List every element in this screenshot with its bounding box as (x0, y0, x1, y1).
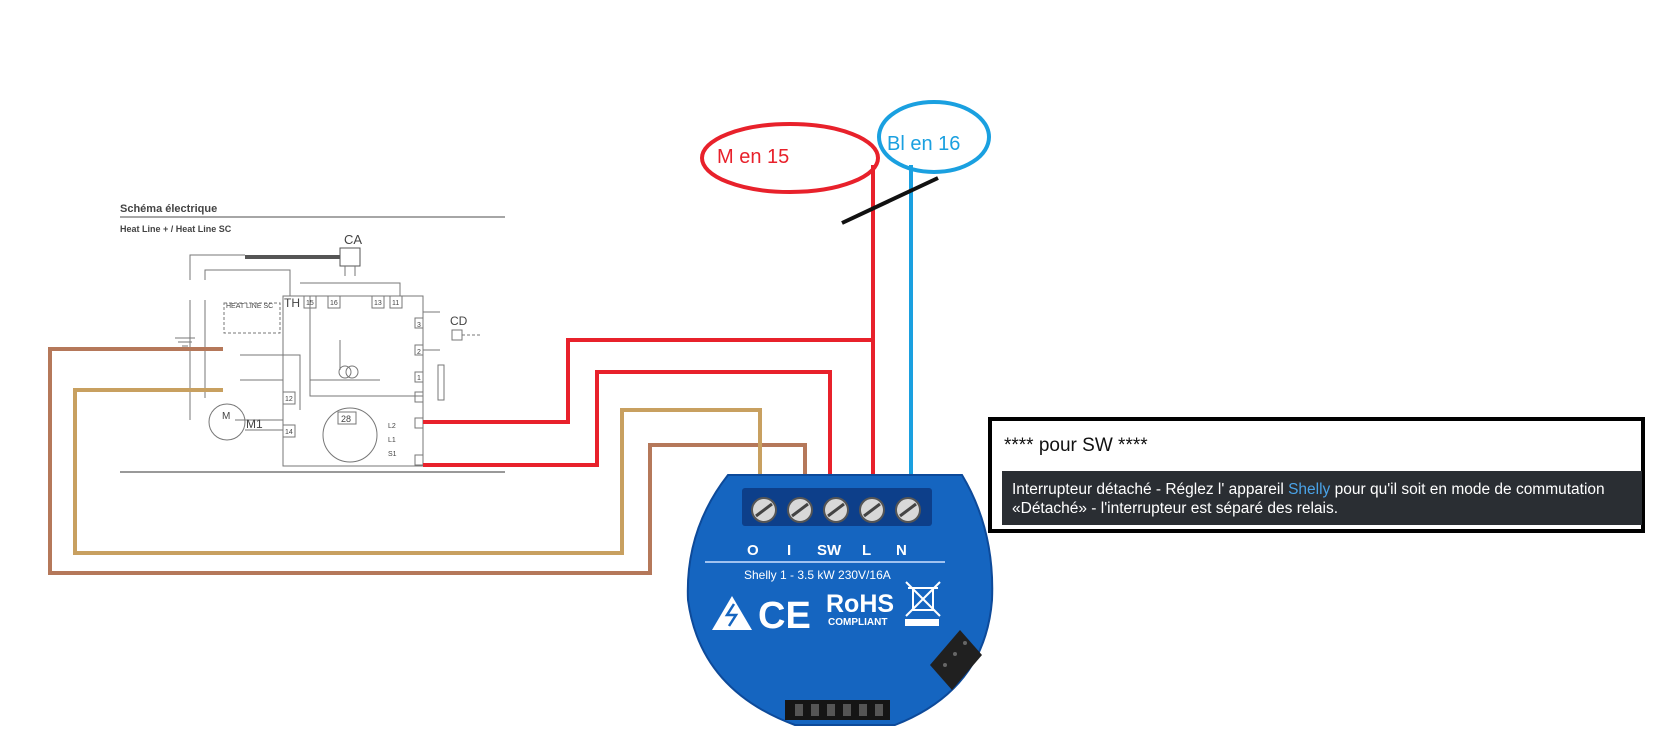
note-text-before: Interrupteur détaché - Réglez l' apparei… (1012, 481, 1289, 498)
label-heat-line-sc: HEAT LINE SC (226, 303, 273, 310)
black-mark (841, 176, 939, 225)
label-th: TH (284, 296, 300, 310)
tan-wire-outer (73, 388, 762, 555)
terminal-1: 1 (417, 375, 421, 382)
label-l1: L1 (388, 437, 396, 444)
device-model: Shelly 1 - 3.5 kW 230V/16A (744, 568, 891, 582)
note-panel: Interrupteur détaché - Réglez l' apparei… (1002, 471, 1642, 525)
rohs-mark: RoHS (826, 590, 894, 618)
terminal-label-sw: SW (817, 542, 842, 559)
note-title: **** pour SW **** (1004, 435, 1148, 456)
label-l2: L2 (388, 423, 396, 430)
ce-mark: CE (758, 595, 811, 637)
callout-bl-ellipse (877, 100, 991, 174)
terminal-label-l: L (862, 542, 871, 559)
rohs-compliant: COMPLIANT (828, 617, 887, 628)
terminal-screws (751, 497, 921, 523)
high-voltage-icon (712, 596, 752, 630)
display-value: 28 (341, 414, 351, 424)
label-m1: M1 (246, 417, 263, 431)
note-text-after: pour qu'il soit en mode de commutation «… (1012, 481, 1605, 517)
label-cd: CD (450, 314, 468, 328)
schematic-title: Schéma électrique (120, 203, 217, 215)
callout-m-ellipse (700, 122, 880, 194)
terminal-15: 15 (306, 300, 314, 307)
red-wire-sw (423, 370, 832, 490)
shelly-link[interactable]: Shelly (1288, 481, 1331, 498)
terminal-14: 14 (285, 429, 293, 436)
terminal-11: 11 (392, 300, 399, 307)
callout-bl-label: Bl en 16 (887, 133, 960, 155)
label-s1: S1 (388, 451, 397, 458)
weee-bin-icon (905, 581, 941, 626)
terminal-label-o: O (747, 542, 759, 559)
terminal-2: 2 (417, 349, 421, 356)
sw-note-box: **** pour SW **** Interrupteur détaché -… (988, 417, 1645, 533)
brown-wire-outer (48, 347, 807, 575)
terminal-12: 12 (285, 396, 293, 403)
terminal-13: 13 (374, 300, 382, 307)
terminal-3: 3 (417, 322, 421, 329)
terminal-label-i: I (787, 542, 791, 559)
red-wire-l (423, 338, 873, 424)
shelly-device: O I SW L N Shelly 1 - 3.5 kW 230V/16A CE… (686, 474, 994, 726)
terminal-16: 16 (330, 300, 338, 307)
side-connector (930, 630, 982, 690)
schematic-subtitle: Heat Line + / Heat Line SC (120, 224, 232, 234)
label-ca: CA (344, 232, 362, 247)
label-motor: M (222, 411, 230, 422)
callout-m-label: M en 15 (717, 146, 789, 168)
heat-line-schematic (120, 216, 505, 473)
terminal-label-n: N (896, 542, 907, 559)
